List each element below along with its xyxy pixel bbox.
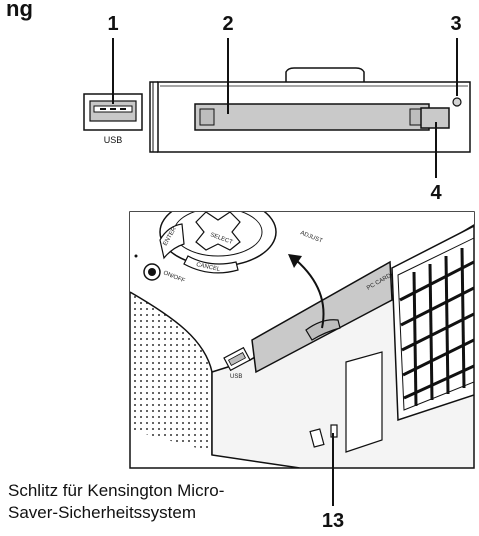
top-detail-view: USB 1 2 3 4 xyxy=(83,13,471,204)
pc-card-bay xyxy=(251,260,393,374)
caption-line-1: Schlitz für Kensington Micro- xyxy=(8,481,225,500)
callout-number-4: 4 xyxy=(430,182,442,204)
usb-side-label: USB xyxy=(230,374,242,380)
cancel-button xyxy=(183,255,239,274)
callout-number-3: 3 xyxy=(450,13,461,35)
open-direction-arrow xyxy=(295,259,325,329)
speaker-grille xyxy=(130,292,212,452)
card-slot-panel xyxy=(149,67,471,153)
callout-number-2: 2 xyxy=(222,13,233,35)
ventilation-grid xyxy=(391,225,474,422)
access-indicator-led xyxy=(452,97,462,107)
callout-number-1: 1 xyxy=(107,13,118,35)
usb-label: USB xyxy=(104,135,123,145)
kensington-caption: Schlitz für Kensington Micro- Saver-Sich… xyxy=(8,480,224,524)
control-panel: SELECT ENTER CANCEL xyxy=(159,212,277,274)
enter-button xyxy=(159,223,185,260)
card-eject-lever xyxy=(305,319,341,341)
projector-illustration: PC CARD USB xyxy=(129,211,475,469)
cancel-label: CANCEL xyxy=(196,262,222,273)
caption-line-2: Saver-Sicherheitssystem xyxy=(8,503,197,522)
callout-number-13: 13 xyxy=(322,510,344,532)
header-partial-text: ng xyxy=(6,0,33,21)
select-pad xyxy=(195,212,241,251)
pc-card-slot xyxy=(194,103,430,131)
kensington-slot-outline xyxy=(309,428,325,448)
